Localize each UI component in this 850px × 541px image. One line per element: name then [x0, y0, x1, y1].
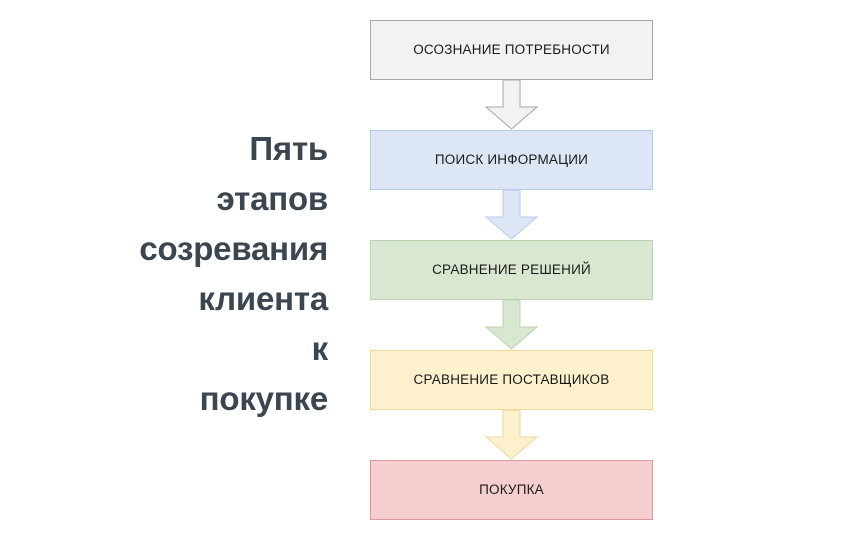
flow-step-2[interactable]: ПОИСК ИНФОРМАЦИИ: [370, 130, 653, 190]
flow-step-3-label: СРАВНЕНИЕ РЕШЕНИЙ: [432, 262, 591, 277]
flow-step-2-label: ПОИСК ИНФОРМАЦИИ: [434, 152, 589, 167]
flow-step-5-label: ПОКУПКА: [479, 482, 544, 497]
connector-arrow-4: [483, 410, 540, 460]
down-block-arrow-icon: [484, 190, 539, 240]
page-title: Пять этапов созревания клиента к покупке: [139, 130, 328, 417]
down-block-arrow-icon: [484, 410, 539, 460]
connector-arrow-2: [483, 190, 540, 240]
flow-step-1-label: ОСОЗНАНИЕ ПОТРЕБНОСТИ: [413, 42, 610, 57]
flow-step-3[interactable]: СРАВНЕНИЕ РЕШЕНИЙ: [370, 240, 653, 300]
flow-step-4[interactable]: СРАВНЕНИЕ ПОСТАВЩИКОВ: [370, 350, 653, 410]
flowchart: ОСОЗНАНИЕ ПОТРЕБНОСТИ ПОИСК ИНФОРМАЦИИ С…: [370, 20, 653, 522]
down-block-arrow-icon: [484, 300, 539, 350]
down-block-arrow-icon: [484, 80, 539, 130]
connector-arrow-1: [483, 80, 540, 130]
flow-step-4-label: СРАВНЕНИЕ ПОСТАВЩИКОВ: [413, 372, 610, 387]
flow-step-1[interactable]: ОСОЗНАНИЕ ПОТРЕБНОСТИ: [370, 20, 653, 80]
connector-arrow-3: [483, 300, 540, 350]
flow-step-5[interactable]: ПОКУПКА: [370, 460, 653, 520]
